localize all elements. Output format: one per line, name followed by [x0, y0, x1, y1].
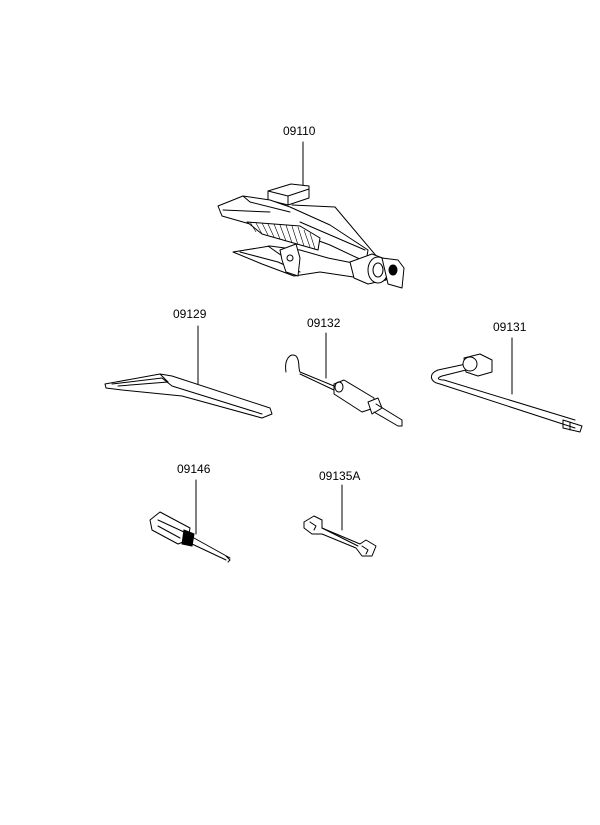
part-label-09131: 09131 [493, 320, 527, 334]
double-end-spanner [303, 484, 377, 557]
hook-rod [285, 332, 403, 427]
jack-handle-bar [104, 325, 273, 419]
scissor-jack [217, 141, 405, 289]
wheel-nut-wrench [431, 337, 583, 433]
part-label-09146: 09146 [177, 462, 211, 476]
part-label-09129: 09129 [173, 307, 207, 321]
part-label-09110: 09110 [283, 124, 316, 138]
part-label-09135a: 09135A [319, 469, 361, 483]
part-label-09132: 09132 [307, 316, 341, 330]
screwdriver [149, 479, 231, 563]
